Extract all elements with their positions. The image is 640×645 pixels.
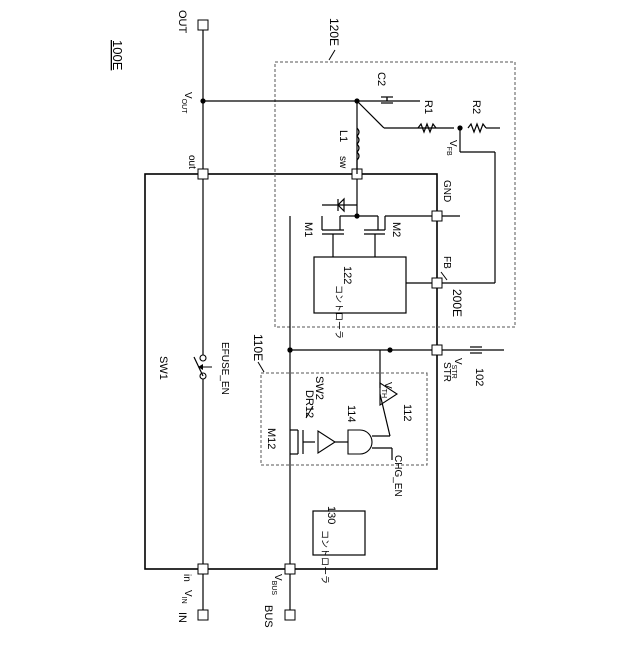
m1-label: M1 [302,222,314,237]
gnd-terminal [432,211,442,221]
str-terminal [432,345,442,355]
vfb-label: VFB [445,140,458,156]
dr12-driver [318,431,335,453]
fb-terminal [432,278,442,288]
rotated-drawing: 200E 100E 120E 110E OUT VOUT out SW1 EFU… [110,10,515,628]
in-int-label: in [181,574,192,582]
m12-label: M12 [265,428,277,449]
controller-122-label: コントローラ [334,285,344,339]
l1-feed-wire [357,101,384,128]
controller-122-num: 122 [341,266,353,284]
l1-label: L1 [337,130,349,142]
sw-label: sw [337,156,348,169]
figure-ref: 100E [110,40,125,71]
sw1-arrowhead [198,364,203,370]
sw2-label: SW2 [313,376,325,400]
block-110e-label: 110E [251,334,265,361]
controller-130-num: 130 [325,506,337,524]
and-gate-label: 114 [345,405,357,423]
gnd-label: GND [441,180,452,202]
cap102-label: 102 [473,368,485,386]
in-int-terminal [198,564,208,574]
bus-junction-dot [287,347,292,352]
bus-int-terminal [285,564,295,574]
in-ext-terminal [198,610,208,620]
r2-label: R2 [470,100,482,114]
block-110e-leader [258,362,264,372]
out-int-terminal [198,169,208,179]
fb-label: FB [441,256,452,269]
out-ext-terminal [198,20,208,30]
chg-en-label: CHG_EN [392,455,403,497]
bus-ext-terminal [285,610,295,620]
and-gate-114 [348,430,372,454]
bus-ext-label: BUS [262,605,274,628]
str-junction-b [387,347,392,352]
in-ext-label: IN [176,612,188,623]
vin-label: VIN [180,590,193,604]
sw1-contact-top [200,355,206,361]
vbus-label: VBUS [270,574,283,595]
comparator-label: 112 [401,404,413,422]
ic-200e-label: 200E [450,289,464,317]
c2-label: C2 [375,72,387,86]
sw1-label: SW1 [157,356,169,380]
controller-122-box [314,257,406,313]
efuse-en-label: EFUSE_EN [219,342,230,395]
r2-resistor [468,124,486,132]
block-120e-label: 120E [327,18,341,46]
out-ext-label: OUT [176,10,188,34]
out-int-label: out [186,155,197,169]
block-120e-leader [329,50,335,60]
vout-label: VOUT [180,92,193,114]
m2-label: M2 [390,222,402,237]
controller-130-label: コントローラ [320,530,330,584]
r1-label: R1 [422,100,434,114]
